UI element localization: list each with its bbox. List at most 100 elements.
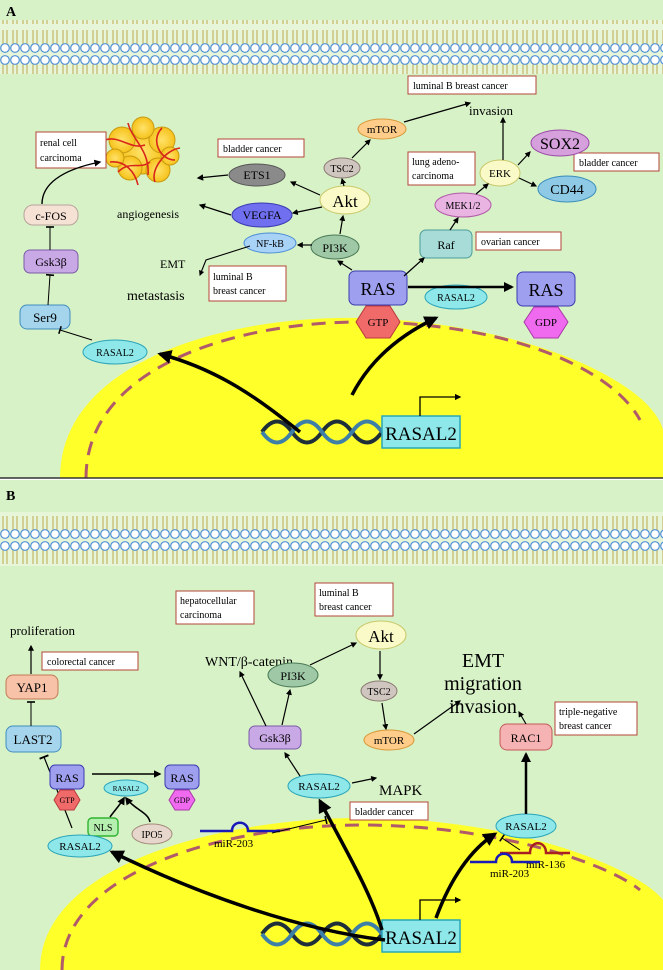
disease-ovarian: ovarian cancer: [481, 237, 540, 248]
disease-bladder-right: bladder cancer: [579, 158, 638, 169]
node-pi3k-a: [310, 234, 360, 260]
dna-helix-b: [260, 921, 384, 947]
disease-box-bladder-right: [573, 152, 660, 172]
svg-text:SOX2: SOX2: [540, 136, 580, 153]
node-ipo5: [131, 823, 173, 845]
node-last2: [5, 725, 62, 753]
node-erk: [479, 159, 521, 187]
rasal2-gene-box-b: [381, 919, 461, 953]
outcome-migration: migration: [444, 673, 522, 695]
tumor-icon: [104, 116, 181, 186]
svg-text:carcinoma: carcinoma: [180, 610, 222, 621]
svg-text:RASAL2: RASAL2: [505, 821, 547, 833]
svg-text:RAS: RAS: [170, 771, 193, 785]
nucleus-a: [60, 317, 663, 478]
svg-text:LAST2: LAST2: [14, 732, 53, 747]
svg-text:PI3K: PI3K: [280, 669, 306, 683]
disease-lung-line2: carcinoma: [412, 171, 454, 182]
svg-text:RAC1: RAC1: [511, 731, 542, 745]
outcome-emt-a: EMT: [160, 257, 186, 271]
svg-text:TSC2: TSC2: [330, 164, 353, 175]
svg-text:GDP: GDP: [535, 317, 557, 329]
node-ras-gtp-a: [348, 270, 408, 306]
node-ser9: [19, 304, 71, 330]
svg-text:c-FOS: c-FOS: [35, 209, 66, 223]
dna-helix-a: [260, 419, 384, 445]
svg-text:TSC2: TSC2: [367, 687, 390, 698]
disease-box-bladder-a: [217, 138, 305, 158]
gtp-hexagon-b: [53, 789, 81, 811]
disease-luminal-mid-line2: breast cancer: [213, 286, 266, 297]
svg-text:VEGFA: VEGFA: [242, 208, 281, 222]
mirna-136-shape: [500, 842, 570, 855]
disease-lung-line1: lung adeno-: [412, 157, 460, 168]
disease-renal-line2: carcinoma: [40, 153, 82, 164]
svg-text:mTOR: mTOR: [367, 124, 398, 136]
svg-text:IPO5: IPO5: [141, 830, 162, 841]
mirna-203-right: miR-203: [490, 868, 530, 880]
node-nfkb: [243, 232, 297, 254]
panel-b-label: B: [6, 489, 15, 504]
svg-text:NF-kB: NF-kB: [256, 239, 284, 250]
rasal2-gene-label-b: RASAL2: [385, 928, 457, 949]
svg-text:RASAL2: RASAL2: [437, 293, 475, 304]
node-mek12: [434, 192, 492, 218]
node-akt-a: [319, 185, 371, 215]
svg-text:bladder cancer: bladder cancer: [355, 807, 414, 818]
svg-text:ERK: ERK: [489, 168, 511, 180]
node-akt-b: [355, 620, 407, 650]
outcome-invasion-a: invasion: [469, 103, 514, 118]
disease-luminal-top: luminal B breast cancer: [413, 81, 508, 92]
svg-text:luminal B: luminal B: [319, 588, 359, 599]
mirna-203-left-shape: [200, 821, 280, 833]
disease-box-lung: [407, 151, 476, 186]
svg-text:RASAL2: RASAL2: [298, 781, 340, 793]
svg-text:CD44: CD44: [550, 183, 583, 198]
outcome-invasion-b: invasion: [449, 696, 517, 718]
node-yap1: [5, 674, 59, 700]
node-rasal2-a-mid: [424, 284, 488, 310]
svg-text:NLS: NLS: [94, 823, 113, 834]
mirna-203-left: miR-203: [214, 838, 254, 850]
disease-box-luminal-top: [407, 75, 537, 95]
node-ras-gdp-a: [516, 271, 576, 307]
svg-text:Gsk3β: Gsk3β: [259, 731, 290, 745]
svg-text:RAS: RAS: [55, 771, 78, 785]
svg-text:GDP: GDP: [174, 796, 191, 805]
svg-text:mTOR: mTOR: [374, 735, 405, 747]
svg-text:colorectal cancer: colorectal cancer: [47, 657, 116, 668]
node-raf: [419, 229, 473, 259]
node-rasal2-a-left: [82, 339, 148, 365]
svg-text:ETS1: ETS1: [243, 168, 270, 182]
node-pi3k-b: [267, 662, 319, 688]
disease-box-colorectal: [41, 651, 139, 671]
svg-text:RASAL2: RASAL2: [113, 785, 140, 793]
svg-text:Akt: Akt: [368, 627, 394, 646]
disease-luminal-mid-line1: luminal B: [213, 272, 253, 283]
disease-bladder-a: bladder cancer: [223, 144, 282, 155]
node-cfos: [23, 204, 79, 226]
node-rasal2-b-small: [103, 779, 149, 797]
disease-box-luminal-mid: [208, 265, 287, 302]
svg-text:hepatocellular: hepatocellular: [180, 596, 237, 607]
node-mtor-a: [357, 118, 407, 140]
outcome-proliferation: proliferation: [10, 623, 75, 638]
gdp-hexagon-a: [523, 306, 569, 339]
svg-text:Akt: Akt: [332, 192, 358, 211]
svg-text:RAS: RAS: [360, 279, 395, 299]
svg-text:GTP: GTP: [368, 317, 389, 329]
svg-text:GTP: GTP: [59, 796, 75, 805]
svg-text:breast cancer: breast cancer: [559, 721, 612, 732]
outcome-mapk: MAPK: [379, 783, 423, 799]
svg-text:RASAL2: RASAL2: [59, 841, 101, 853]
outcome-angiogenesis: angiogenesis: [117, 207, 179, 221]
outcome-emt-b: EMT: [462, 650, 504, 672]
node-rasal2-b-mid: [287, 773, 351, 799]
rasal2-gene-label-a: RASAL2: [385, 424, 457, 445]
disease-box-hcc: [175, 590, 255, 625]
gtp-hexagon-a: [355, 305, 401, 339]
node-mtor-b: [363, 729, 415, 751]
gdp-hexagon-b: [168, 789, 196, 811]
node-gsk3b-b: [248, 725, 302, 750]
disease-renal-line1: renal cell: [40, 138, 77, 149]
